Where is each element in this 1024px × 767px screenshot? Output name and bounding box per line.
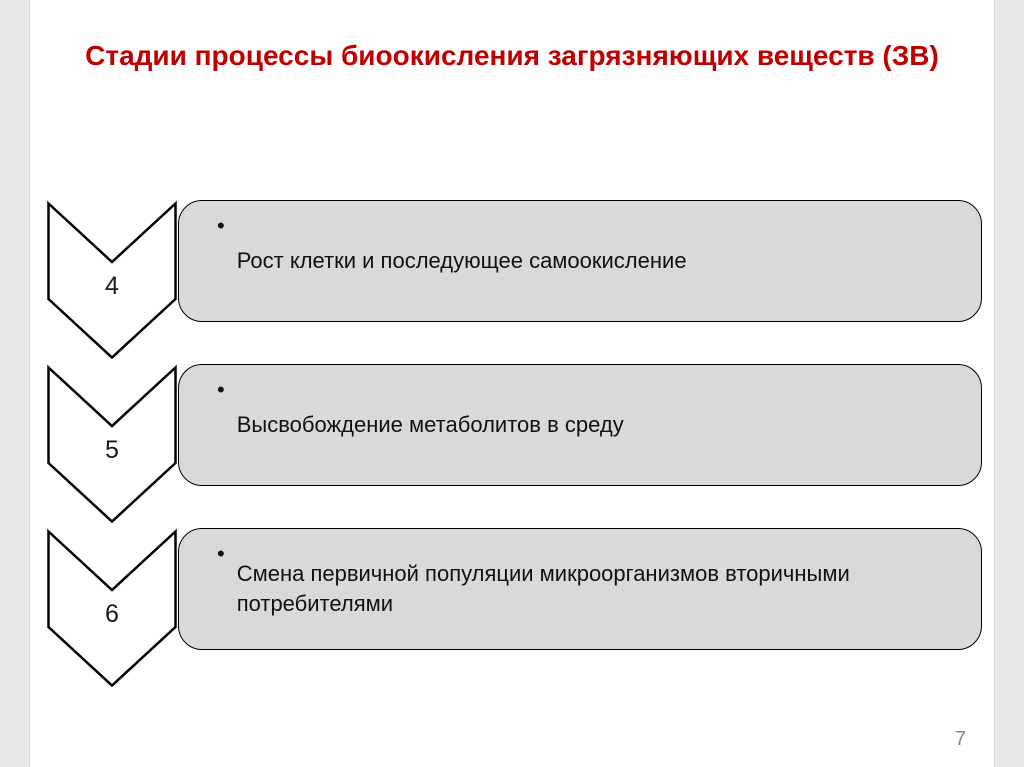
chevron-down-shape [47,364,177,524]
stage-text: Высвобождение метаболитов в среду [236,412,624,438]
slide: Стадии процессы биоокисления загрязняющи… [30,0,994,767]
chevron-down-shape [47,528,177,688]
stage-row: 4 • Рост клетки и последующее самоокисле… [30,200,994,365]
stage-box: • Смена первичной популяции микроорганиз… [178,528,982,650]
bullet-marker: • [217,541,225,566]
page-number: 7 [954,728,966,750]
slide-title: Стадии процессы биоокисления загрязняющи… [85,40,939,71]
left-margin-strip [0,0,30,767]
stage-row: 5 • Высвобождение метаболитов в среду [30,364,994,529]
right-margin-strip [994,0,1024,767]
stage-box: • Высвобождение метаболитов в среду [178,364,982,486]
bullet-marker: • [217,377,225,402]
bullet-marker: • [217,213,225,238]
stage-text: Смена первичной популяции микроорганизмо… [236,561,850,616]
stage-row: 6 • Смена первичной популяции микроорган… [30,528,994,693]
stage-box: • Рост клетки и последующее самоокислени… [178,200,982,322]
stage-text: Рост клетки и последующее самоокисление [236,248,687,274]
chevron-down-shape [47,200,177,360]
